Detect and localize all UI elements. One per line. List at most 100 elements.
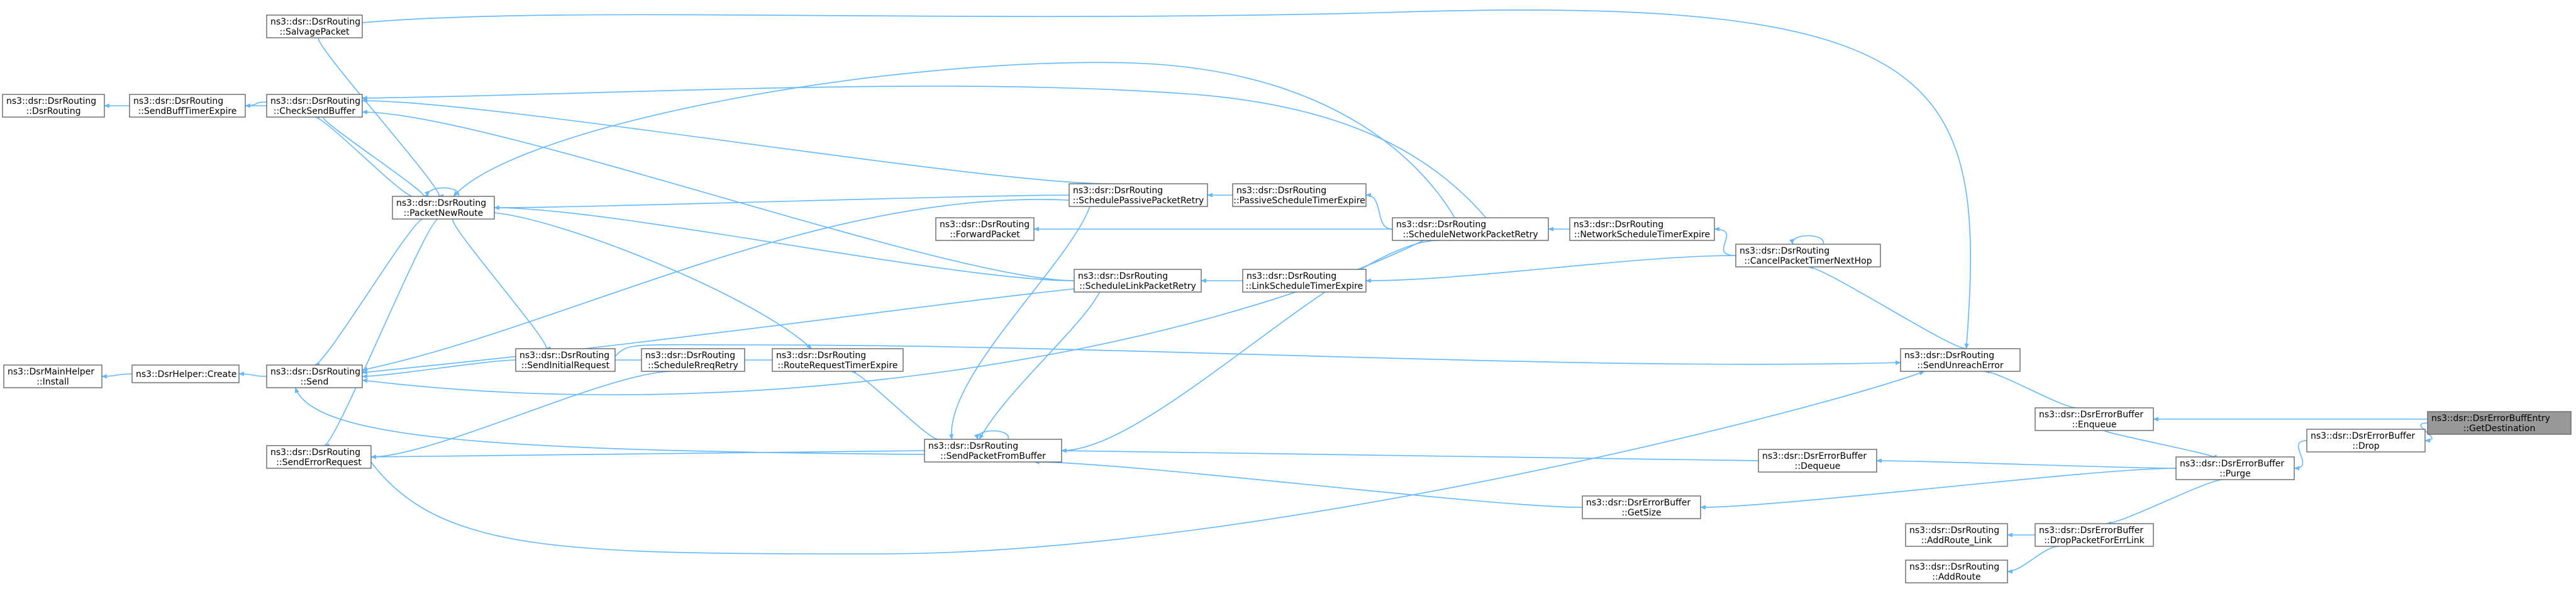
edge-dequeue-to-purge: [1876, 458, 2177, 469]
node-label-line: ::PassiveScheduleTimerExpire: [1233, 196, 1365, 206]
node-addroutelink[interactable]: ns3::dsr::DsrRouting::AddRoute_Link: [1905, 523, 2008, 547]
node-packetnew[interactable]: ns3::dsr::DsrRouting::PacketNewRoute: [392, 196, 495, 220]
edge-sendfrombuf-to-schedpassive: [948, 206, 1091, 440]
node-enqueue[interactable]: ns3::dsr::DsrErrorBuffer::Enqueue: [2035, 407, 2154, 431]
edge-checksend-to-schedlink: [362, 110, 1075, 281]
node-label-line: ::SendBuffTimerExpire: [138, 106, 237, 116]
node-checksend[interactable]: ns3::dsr::DsrRouting::CheckSendBuffer: [266, 94, 363, 118]
node-networktimer[interactable]: ns3::dsr::DsrRouting::NetworkScheduleTim…: [1569, 217, 1715, 241]
node-sendunreach[interactable]: ns3::dsr::DsrRouting::SendUnreachError: [1900, 348, 2021, 372]
edge-purge-to-enqueue: [2104, 430, 2217, 459]
node-install[interactable]: ns3::DsrMainHelper::Install: [3, 364, 103, 388]
node-cancelpacket[interactable]: ns3::dsr::DsrRouting::CancelPacketTimerN…: [1735, 244, 1881, 267]
edge-path: [2294, 440, 2307, 471]
edge-linktimer-to-cancelpacket: [1365, 255, 1736, 283]
node-senderror[interactable]: ns3::dsr::DsrRouting::SendErrorRequest: [266, 445, 372, 469]
edge-path: [362, 359, 516, 379]
edge-path: [1061, 448, 1759, 461]
node-label-line: ns3::dsr::DsrRouting: [1740, 246, 1829, 256]
edge-sendunreach-to-senderror: [370, 371, 1925, 554]
node-label-line: ns3::dsr::DsrErrorBuffer: [2039, 526, 2143, 536]
node-box: [2175, 456, 2295, 480]
node-dsrrouting[interactable]: ns3::dsr::DsrRouting::DsrRouting: [2, 94, 105, 118]
edge-cancelpacket-to-cancelpacket: [1789, 235, 1824, 245]
edge-path: [323, 116, 428, 199]
node-box: [515, 348, 616, 372]
node-label-line: ns3::dsr::DsrRouting: [1078, 271, 1168, 281]
edge-addroute-to-droppacket: [2007, 546, 2059, 574]
edge-send-to-schedpassive: [362, 199, 1070, 371]
node-drop[interactable]: ns3::dsr::DsrErrorBuffer::Drop: [2306, 429, 2426, 453]
edge-path: [1365, 193, 1393, 230]
edge-install-to-create: [101, 373, 133, 379]
edge-packetnew-to-salvage: [318, 37, 444, 199]
node-label-line: ::SalvagePacket: [280, 27, 350, 37]
node-box: [1242, 269, 1367, 293]
node-box: [392, 196, 495, 220]
node-salvage[interactable]: ns3::dsr::DsrRouting::SalvagePacket: [266, 14, 363, 38]
node-box: [1582, 495, 1701, 519]
edge-send-to-sendinitial: [362, 359, 516, 379]
edge-cancelpacket-to-sendunreach: [1807, 264, 1967, 349]
node-droppacket[interactable]: ns3::dsr::DsrErrorBuffer::DropPacketForE…: [2035, 523, 2154, 547]
edge-path: [1714, 227, 1736, 256]
node-schedreq[interactable]: ns3::dsr::DsrRouting::ScheduleRreqRetry: [641, 348, 745, 372]
node-sendfrombuf[interactable]: ns3::dsr::DsrRouting::SendPacketFromBuff…: [924, 439, 1062, 463]
node-create[interactable]: ns3::DsrHelper::Create: [131, 364, 240, 383]
node-addroute[interactable]: ns3::dsr::DsrRouting::AddRoute: [1905, 560, 2008, 583]
node-label-line: ::CancelPacketTimerNextHop: [1744, 256, 1872, 266]
edge-sendfrombuf-to-schedlink: [979, 291, 1101, 440]
node-box: [131, 364, 240, 383]
edge-path: [2420, 422, 2433, 443]
node-label-line: ns3::dsr::DsrRouting: [396, 198, 486, 208]
edge-checksend-to-schednetwork: [362, 86, 1487, 218]
edge-path: [245, 101, 267, 108]
node-linktimer[interactable]: ns3::dsr::DsrRouting::LinkScheduleTimerE…: [1242, 269, 1367, 293]
edge-getsize-to-purge: [1700, 468, 2177, 510]
edge-path: [362, 110, 1075, 281]
node-label-line: ::DropPacketForErrLink: [2044, 536, 2145, 546]
edge-path: [1061, 240, 1440, 453]
node-label-line: ::SendUnreachError: [1917, 361, 2003, 371]
node-sendbufftimer[interactable]: ns3::dsr::DsrRouting::SendBuffTimerExpir…: [129, 94, 246, 118]
node-box: [1232, 183, 1367, 207]
node-label-line: ::SendErrorRequest: [276, 458, 362, 468]
edge-routereq-to-sendfrombuf: [850, 369, 938, 440]
node-schednetwork[interactable]: ns3::dsr::DsrRouting::ScheduleNetworkPac…: [1392, 217, 1549, 241]
node-schedpassive[interactable]: ns3::dsr::DsrRouting::SchedulePassivePac…: [1069, 183, 1208, 207]
node-sendinitial[interactable]: ns3::dsr::DsrRouting::SendInitialRequest: [515, 348, 616, 372]
node-purge[interactable]: ns3::dsr::DsrErrorBuffer::Purge: [2175, 456, 2295, 480]
node-label-line: ns3::dsr::DsrErrorBuffer: [2039, 410, 2143, 420]
node-label-line: ::AddRoute: [1932, 572, 1980, 582]
node-forward[interactable]: ns3::dsr::DsrRouting::ForwardPacket: [935, 217, 1035, 241]
edge-senderror-to-sendfrombuf: [370, 450, 925, 459]
node-label-line: ::GetSize: [1621, 508, 1661, 518]
node-dequeue[interactable]: ns3::dsr::DsrErrorBuffer::Dequeue: [1758, 449, 1877, 473]
node-passivetimer[interactable]: ns3::dsr::DsrRouting::PassiveScheduleTim…: [1232, 183, 1367, 207]
edge-path: [323, 218, 439, 448]
node-routereq[interactable]: ns3::dsr::DsrRouting::RouteRequestTimerE…: [772, 348, 904, 372]
node-label-line: ::ScheduleLinkPacketRetry: [1079, 281, 1196, 291]
node-label-line: ::AddRoute_Link: [1921, 536, 1993, 546]
edge-senderror-to-packetnew: [323, 218, 439, 448]
edge-send-to-schedlink: [362, 288, 1081, 374]
edge-path: [238, 371, 267, 377]
node-box: [772, 348, 904, 372]
node-box: [2035, 523, 2154, 547]
node-getsize[interactable]: ns3::dsr::DsrErrorBuffer::GetSize: [1582, 495, 1701, 519]
edge-path: [314, 115, 413, 197]
node-label-line: ::Enqueue: [2072, 420, 2116, 430]
edge-sendinitial-to-packetnew: [452, 218, 551, 351]
node-schedlink[interactable]: ns3::dsr::DsrRouting::ScheduleLinkPacket…: [1074, 269, 1202, 293]
node-label-line: ns3::dsr::DsrRouting: [1909, 562, 1999, 572]
edge-path: [974, 430, 1009, 440]
edge-routereq-to-packetnew: [494, 212, 813, 349]
node-send[interactable]: ns3::dsr::DsrRouting::Send: [266, 364, 363, 388]
node-box: [935, 217, 1035, 241]
node-label-line: ns3::dsr::DsrRouting: [1246, 271, 1336, 281]
node-label-line: ns3::dsr::DsrErrorBuffer: [2180, 459, 2284, 469]
edge-sendfrombuf-to-sendfrombuf: [974, 430, 1009, 440]
edge-path: [979, 291, 1101, 440]
node-label-line: ::RouteRequestTimerExpire: [778, 361, 898, 371]
